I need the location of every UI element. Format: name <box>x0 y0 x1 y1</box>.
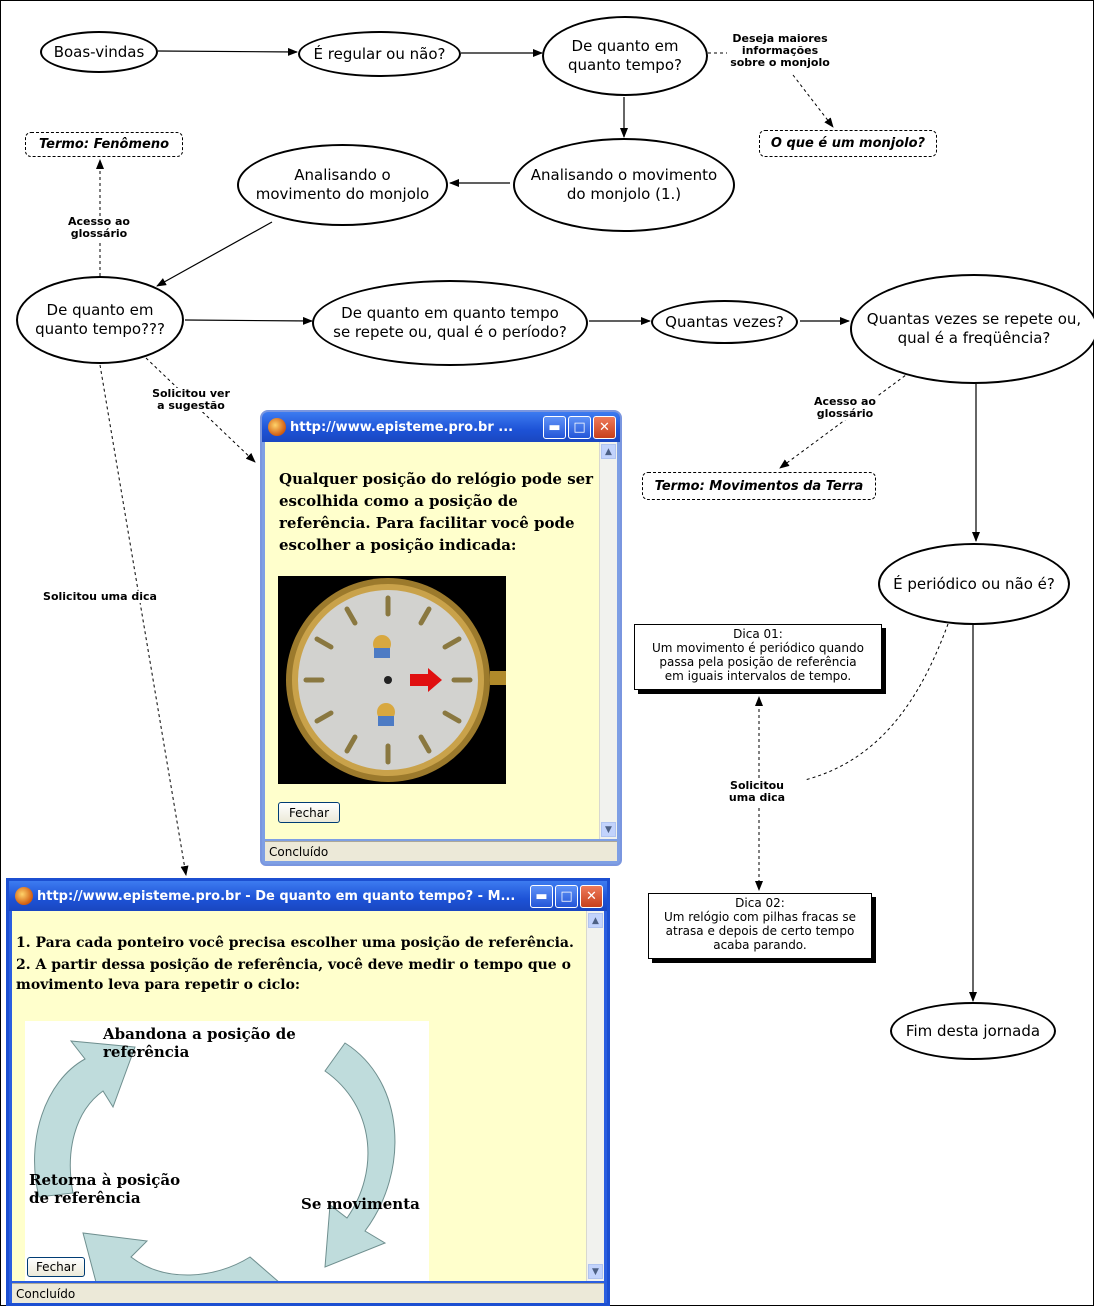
cycle-arrow-left <box>34 1040 136 1198</box>
hint-line-2: 2. A partir dessa posição de referência,… <box>16 957 571 993</box>
popup-window-hint[interactable]: http://www.episteme.pro.br - De quanto e… <box>6 878 610 1306</box>
close-button[interactable]: Fechar <box>278 802 340 823</box>
edge-quanto3-dica <box>99 364 189 876</box>
term-label: Termo: Movimentos da Terra <box>654 478 864 494</box>
popup-text: Qualquer posição do relógio pode ser esc… <box>279 470 594 554</box>
cycle-label-left: Retorna à posição de referência <box>29 1171 181 1207</box>
node-fim[interactable]: Fim desta jornada <box>890 1002 1056 1060</box>
popup-titlebar[interactable]: http://www.episteme.pro.br - De quanto e… <box>9 881 607 911</box>
node-label: De quanto em quanto tempo? <box>568 37 682 74</box>
label-sugestao: Solicitou ver a sugestão <box>146 388 236 412</box>
node-quantas-vezes[interactable]: Quantas vezes? <box>651 300 798 344</box>
scroll-up-icon[interactable]: ▲ <box>601 444 616 459</box>
node-label: É regular ou não? <box>313 44 446 63</box>
term-movimentos-terra[interactable]: Termo: Movimentos da Terra <box>642 472 876 500</box>
node-label: Quantas vezes? <box>665 312 784 331</box>
cycle-arrows <box>34 1040 396 1281</box>
cycle-label-top: Abandona a posição de referência <box>103 1025 296 1061</box>
node-regular[interactable]: É regular ou não? <box>298 31 461 77</box>
popup-title: http://www.episteme.pro.br ... <box>290 419 514 435</box>
popup-content: 1. Para cada ponteiro você precisa escol… <box>12 911 604 1281</box>
label-glossario-2: Acesso ao glossário <box>804 396 886 420</box>
node-monjolo[interactable]: Analisando o movimento do monjolo <box>237 144 448 226</box>
clock-image <box>278 576 506 784</box>
scroll-down-icon[interactable]: ▼ <box>588 1264 603 1279</box>
close-button[interactable]: Fechar <box>27 1257 85 1277</box>
minimize-icon[interactable]: ▬ <box>543 415 566 439</box>
clock-drawing <box>286 578 506 782</box>
edge-monjolo-quanto3 <box>156 221 273 287</box>
node-label: Analisando o movimento do monjolo (1.) <box>530 166 718 203</box>
status-text: Concluído <box>16 1286 76 1301</box>
node-frequencia[interactable]: Quantas vezes se repete ou, qual é a fre… <box>850 274 1094 384</box>
node-label: Boas-vindas <box>53 42 145 61</box>
edge-quanto3-periodo <box>184 316 313 325</box>
label-dica-left: Solicitou uma dica <box>38 591 162 603</box>
term-fenomeno[interactable]: Termo: Fenômeno <box>25 132 183 157</box>
node-label: De quanto em quanto tempo se repete ou, … <box>333 304 567 341</box>
maximize-icon[interactable]: □ <box>555 884 578 908</box>
node-boas-vindas[interactable]: Boas-vindas <box>40 31 158 73</box>
hint-dica-01: Dica 01: Um movimento é periódico quando… <box>634 624 882 690</box>
hint-dica-02: Dica 02: Um relógio com pilhas fracas se… <box>648 893 872 959</box>
close-icon[interactable]: ✕ <box>580 884 603 908</box>
label-glossario-1: Acesso ao glossário <box>58 216 140 240</box>
maximize-icon[interactable]: □ <box>568 415 591 439</box>
node-periodico[interactable]: É periódico ou não é? <box>878 543 1070 625</box>
edge-quanto3-sugestao <box>145 357 256 463</box>
node-periodo[interactable]: De quanto em quanto tempo se repete ou, … <box>312 280 588 366</box>
status-text: Concluído <box>269 844 329 859</box>
cycle-arrow-right <box>324 1042 396 1268</box>
node-label: Fim desta jornada <box>905 1021 1041 1040</box>
node-monjolo-1[interactable]: Analisando o movimento do monjolo (1.) <box>513 138 735 232</box>
monjolo-figure-top <box>373 635 391 658</box>
node-quanto-tempo-3q[interactable]: De quanto em quanto tempo??? <box>16 276 184 364</box>
popup-scrollbar[interactable]: ▲ ▼ <box>586 911 604 1281</box>
scroll-down-icon[interactable]: ▼ <box>601 822 616 837</box>
popup-title: http://www.episteme.pro.br - De quanto e… <box>37 888 516 904</box>
popup-scrollbar[interactable]: ▲ ▼ <box>599 442 617 839</box>
monjolo-figure-bottom <box>377 703 395 726</box>
node-label: Analisando o movimento do monjolo <box>255 166 430 203</box>
firefox-icon <box>268 418 286 436</box>
cycle-label-right: Se movimenta <box>301 1195 420 1213</box>
term-label: O que é um monjolo? <box>770 136 926 151</box>
popup-window-suggestion[interactable]: http://www.episteme.pro.br ... ▬ □ ✕ Qua… <box>260 410 622 866</box>
node-label: É periódico ou não é? <box>893 574 1055 593</box>
label-dica-mid: Solicitou uma dica <box>722 780 792 804</box>
term-monjolo[interactable]: O que é um monjolo? <box>759 130 937 157</box>
cycle-diagram: Abandona a posição de referência Se movi… <box>25 1021 429 1281</box>
cycle-arrow-bottom <box>82 1232 279 1281</box>
scroll-up-icon[interactable]: ▲ <box>588 913 603 928</box>
edge-frequencia-terra <box>779 371 911 469</box>
minimize-icon[interactable]: ▬ <box>530 884 553 908</box>
edge-deseja-monjoloq <box>792 74 834 128</box>
node-label: Quantas vezes se repete ou, qual é a fre… <box>866 310 1082 347</box>
node-quanto-tempo-1[interactable]: De quanto em quanto tempo? <box>542 16 708 96</box>
status-bar: Concluído <box>12 1283 604 1303</box>
edge-boas-regular <box>157 47 298 56</box>
label-deseja: Deseja maiores informações sobre o monjo… <box>727 33 833 69</box>
status-bar: Concluído <box>265 841 617 861</box>
popup-titlebar[interactable]: http://www.episteme.pro.br ... ▬ □ ✕ <box>262 412 620 442</box>
popup-content: Qualquer posição do relógio pode ser esc… <box>265 442 617 839</box>
close-icon[interactable]: ✕ <box>593 415 616 439</box>
firefox-icon <box>15 887 33 905</box>
node-label: De quanto em quanto tempo??? <box>35 301 165 338</box>
hint-line-1: 1. Para cada ponteiro você precisa escol… <box>16 935 574 951</box>
red-arrow-icon <box>410 668 442 692</box>
term-label: Termo: Fenômeno <box>38 137 170 152</box>
edge-periodico-dicas <box>804 623 949 781</box>
